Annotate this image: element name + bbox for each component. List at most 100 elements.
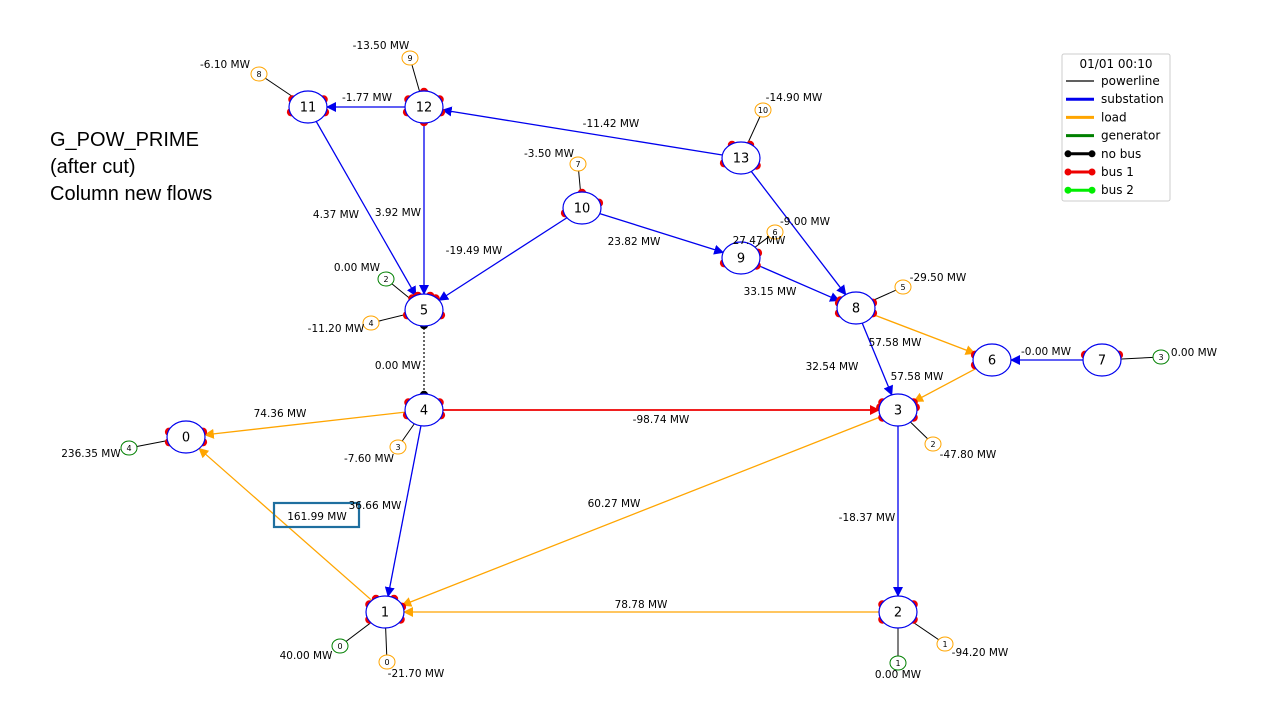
- load-id-1: 1: [942, 640, 947, 649]
- load-marker-6: [766, 224, 784, 240]
- edge-13-8: [750, 171, 847, 296]
- flow-label-4-5: 0.00 MW: [375, 360, 422, 372]
- load-marker-2: [924, 436, 942, 452]
- generator-value-4: 236.35 MW: [61, 448, 121, 460]
- edge-10-9: [599, 212, 725, 255]
- substation-node-4: 4: [402, 390, 446, 427]
- node-label-13: 13: [733, 152, 750, 167]
- node-shape-13: [721, 141, 761, 175]
- generator-value-1: 0.00 MW: [875, 669, 922, 681]
- legend: 01/01 00:10 powerlinesubstationloadgener…: [1061, 53, 1171, 202]
- legend-dot-left: [1064, 150, 1072, 158]
- diagram-caption: G_POW_PRIME (after cut) Column new flows: [50, 127, 212, 208]
- flow-label-4-0: 74.36 MW: [254, 408, 307, 420]
- load-id-5: 5: [900, 283, 905, 292]
- load-marker-0: [378, 654, 396, 670]
- load-id-9: 9: [407, 54, 412, 63]
- legend-label: no bus: [1101, 147, 1141, 161]
- substation-node-3: 3: [876, 393, 920, 427]
- load-value-7: -3.50 MW: [524, 148, 575, 160]
- legend-label: powerline: [1101, 74, 1160, 88]
- flow-label-4-1: 36.66 MW: [349, 500, 402, 512]
- legend-label: load: [1101, 110, 1127, 124]
- legend-label: bus 2: [1101, 183, 1134, 197]
- node-shape-12: [404, 90, 444, 124]
- flow-label-13-8: -9.00 MW: [780, 216, 831, 228]
- flow-label-7-6: -0.00 MW: [1021, 346, 1072, 358]
- substation-node-12: 12: [402, 87, 446, 127]
- load-marker-9: [401, 50, 419, 66]
- substation-node-10: 10: [560, 188, 604, 225]
- flow-label-8-3: 32.54 MW: [806, 361, 859, 373]
- caption-line-3: Column new flows: [50, 183, 213, 205]
- substation-node-8: 8: [834, 291, 878, 325]
- load-marker-4: [362, 315, 380, 331]
- node-label-3: 3: [894, 404, 902, 419]
- load-marker-1: [936, 636, 954, 652]
- load-value-0: -21.70 MW: [388, 668, 445, 680]
- node-label-5: 5: [420, 304, 428, 319]
- flow-label-4-3: -98.74 MW: [633, 414, 690, 426]
- node-label-1: 1: [381, 606, 389, 621]
- generator-marker-2: [377, 271, 395, 287]
- generator-id-4: 4: [126, 444, 131, 453]
- load-value-2: -47.80 MW: [940, 449, 997, 461]
- generator-marker-3: [1152, 349, 1170, 365]
- load-id-4: 4: [368, 319, 373, 328]
- node-shape-2: [878, 595, 918, 629]
- generator-value-0: 40.00 MW: [280, 650, 333, 662]
- edge-8-6: [873, 314, 976, 355]
- edge-4-0: [203, 411, 406, 439]
- load-value-10: -14.90 MW: [766, 92, 823, 104]
- edge-6-3: [913, 367, 977, 403]
- edge-3-1: [401, 416, 882, 607]
- node-label-6: 6: [988, 354, 996, 369]
- highlight-box: [272, 501, 361, 529]
- edge-8-3: [861, 322, 893, 396]
- legend-entry-powerline: powerline: [1066, 74, 1160, 88]
- generator-marker-4: [120, 440, 138, 456]
- node-shape-5: [404, 293, 444, 327]
- node-shape-10: [562, 191, 602, 225]
- node-shape-3: [878, 393, 918, 427]
- flow-label-11-5: 4.37 MW: [313, 209, 360, 221]
- legend-timestamp: 01/01 00:10: [1080, 57, 1153, 71]
- flow-label-10-9: 23.82 MW: [608, 236, 661, 248]
- substation-node-5: 5: [402, 291, 446, 330]
- legend-frame: [1061, 53, 1171, 202]
- generator-id-3: 3: [1158, 353, 1163, 362]
- load-marker-5: [894, 279, 912, 295]
- edge-1-0: [198, 447, 373, 601]
- flow-label-12-11: -1.77 MW: [342, 92, 393, 104]
- load-value-8: -6.10 MW: [200, 59, 251, 71]
- node-label-9: 9: [737, 252, 745, 267]
- legend-label: generator: [1101, 129, 1160, 143]
- load-marker-3: [389, 439, 407, 455]
- generator-marker-0: [331, 638, 349, 654]
- generator-id-2: 2: [383, 275, 388, 284]
- node-label-10: 10: [574, 202, 591, 217]
- node-label-11: 11: [300, 101, 317, 116]
- edge-10-5: [438, 217, 568, 301]
- node-shape-6: [972, 343, 1012, 377]
- substation-node-2: 2: [878, 595, 918, 629]
- legend-dot-left: [1064, 168, 1072, 176]
- load-value-1: -94.20 MW: [952, 647, 1009, 659]
- edge-13-12: [441, 106, 723, 156]
- flow-label-6-3: 57.58 MW: [891, 371, 944, 383]
- legend-dot-right: [1088, 150, 1096, 158]
- substation-node-6: 6: [970, 343, 1012, 377]
- flow-label-3-2: -18.37 MW: [839, 512, 896, 524]
- node-label-4: 4: [420, 404, 428, 419]
- load-id-8: 8: [256, 70, 261, 79]
- caption-line-2: (after cut): [50, 156, 136, 178]
- generator-id-1: 1: [895, 659, 900, 668]
- load-value-3: -7.60 MW: [344, 453, 395, 465]
- flow-label-3-1: 60.27 MW: [588, 498, 641, 510]
- substation-node-13: 13: [719, 140, 761, 175]
- load-id-2: 2: [930, 440, 935, 449]
- legend-entry-bus-1: bus 1: [1064, 165, 1134, 179]
- load-marker-7: [569, 156, 587, 172]
